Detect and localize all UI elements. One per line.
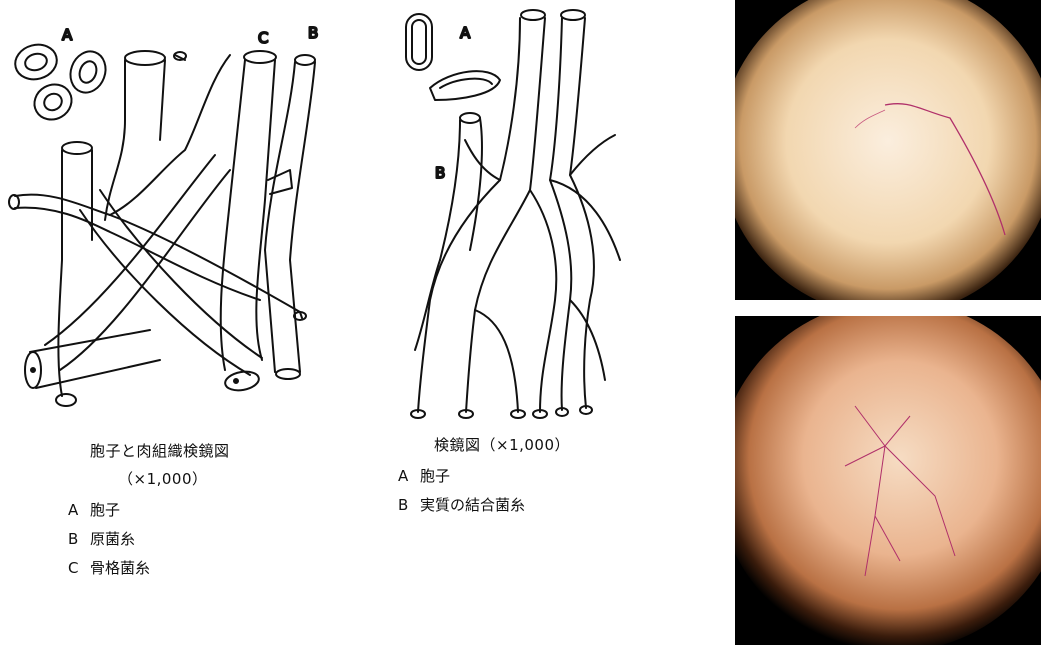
left-caption-title: 胞子と肉組織検鏡図 xyxy=(90,440,230,461)
legend-text: 胞子 xyxy=(90,501,120,519)
legend-text: 胞子 xyxy=(420,467,450,485)
micrograph-bottom xyxy=(735,316,1041,645)
connective-hyphae-drawing: A B xyxy=(390,0,630,430)
label-a: A xyxy=(460,24,471,42)
spore-group-left xyxy=(11,40,111,126)
micrograph-top xyxy=(735,0,1041,300)
legend-text: 原菌糸 xyxy=(90,530,135,548)
label-c: C xyxy=(258,29,268,47)
hyphae-and-spores-drawing: A C B xyxy=(0,0,370,420)
middle-caption-title: 検鏡図（×1,000） xyxy=(434,434,570,455)
legend-key: B xyxy=(68,530,90,548)
legend-key: A xyxy=(398,467,420,485)
legend-text: 実質の結合菌糸 xyxy=(420,496,525,514)
legend-key: C xyxy=(68,559,90,577)
left-caption-scale: （×1,000） xyxy=(118,468,208,489)
label-b: B xyxy=(308,24,318,42)
spore-group-middle xyxy=(406,14,500,100)
legend-key: A xyxy=(68,501,90,519)
label-a: A xyxy=(62,26,73,44)
legend-key: B xyxy=(398,496,420,514)
legend-text: 骨格菌糸 xyxy=(90,559,150,577)
label-b: B xyxy=(435,164,445,182)
